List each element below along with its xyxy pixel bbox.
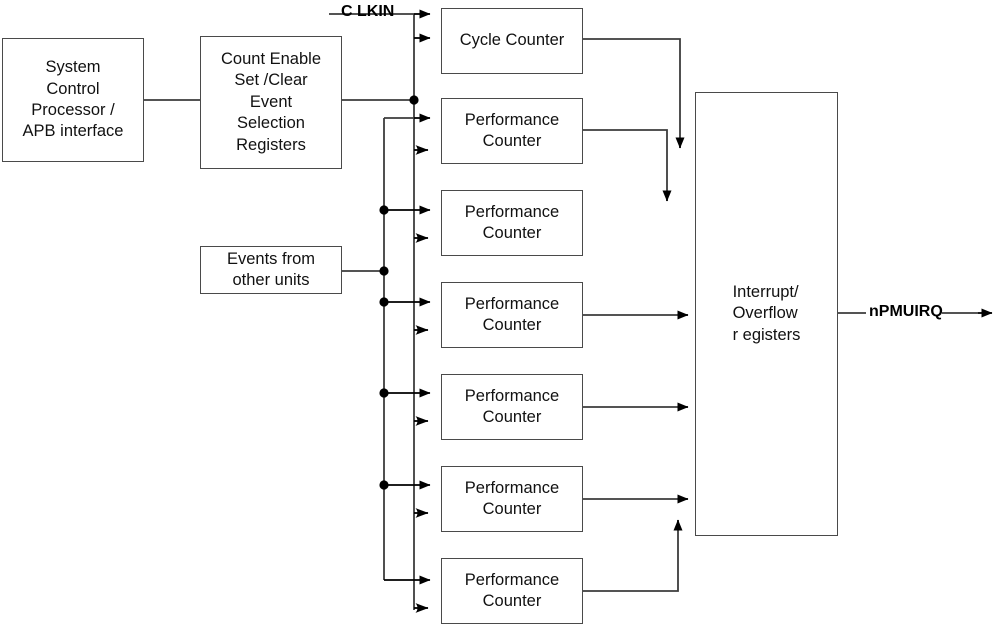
signal-label-npmuirq: nPMUIRQ bbox=[869, 303, 943, 320]
block-cycle-counter-label: Cycle Counter bbox=[459, 31, 565, 50]
signal-label-clkin: C LKIN bbox=[341, 3, 395, 20]
junction-dots bbox=[379, 95, 419, 490]
block-cycle-counter[interactable]: Cycle Counter bbox=[441, 8, 583, 74]
